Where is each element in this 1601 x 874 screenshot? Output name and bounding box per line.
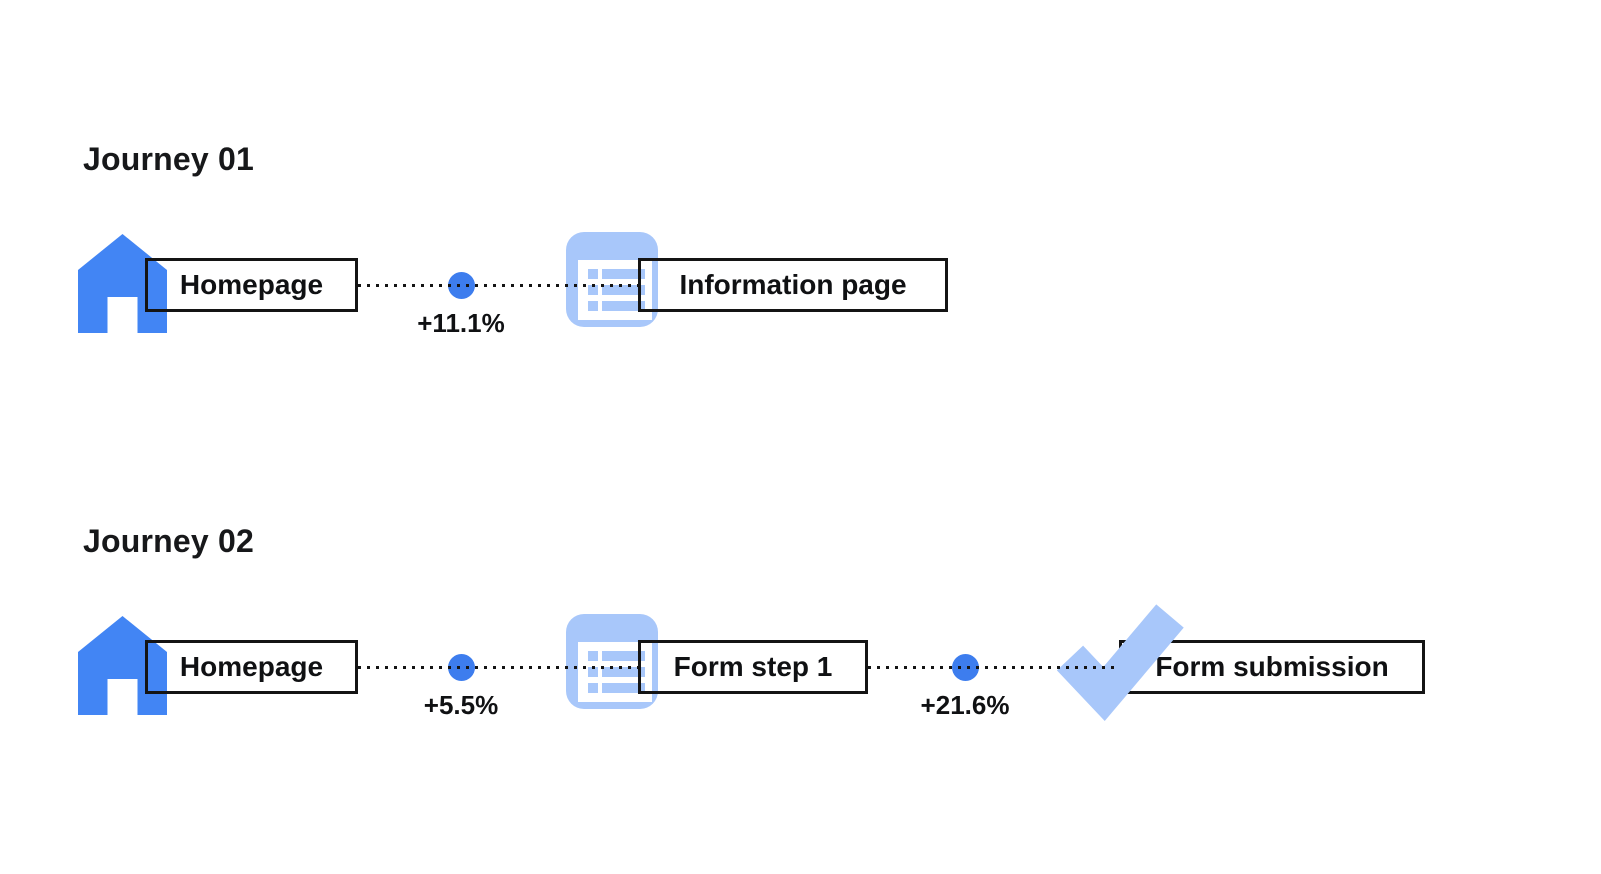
node-box-form-submission: Form submission: [1119, 640, 1425, 694]
conversion-delta: +11.1%: [417, 308, 505, 338]
node-label: Homepage: [179, 651, 324, 682]
node-box-homepage-j2: Homepage: [145, 640, 358, 694]
check-icon: [1040, 596, 1190, 726]
conversion-delta: +5.5%: [423, 690, 499, 720]
journey-01-title: Journey 01: [83, 141, 254, 177]
node-box-information-page: Information page: [638, 258, 948, 312]
node-box-homepage-j1: Homepage: [145, 258, 358, 312]
home-icon: [78, 234, 167, 338]
node-label: Form submission: [1155, 651, 1389, 682]
node-box-form-step-1: Form step 1: [638, 640, 868, 694]
dotted-connector: [868, 666, 1119, 669]
dotted-connector: [358, 284, 638, 287]
home-icon: [78, 616, 167, 720]
node-label: Information page: [679, 269, 907, 300]
node-label: Form step 1: [673, 651, 833, 682]
node-label: Homepage: [179, 269, 324, 300]
journey-02-title: Journey 02: [83, 523, 254, 559]
conversion-delta: +21.6%: [920, 690, 1010, 720]
dotted-connector: [358, 666, 638, 669]
